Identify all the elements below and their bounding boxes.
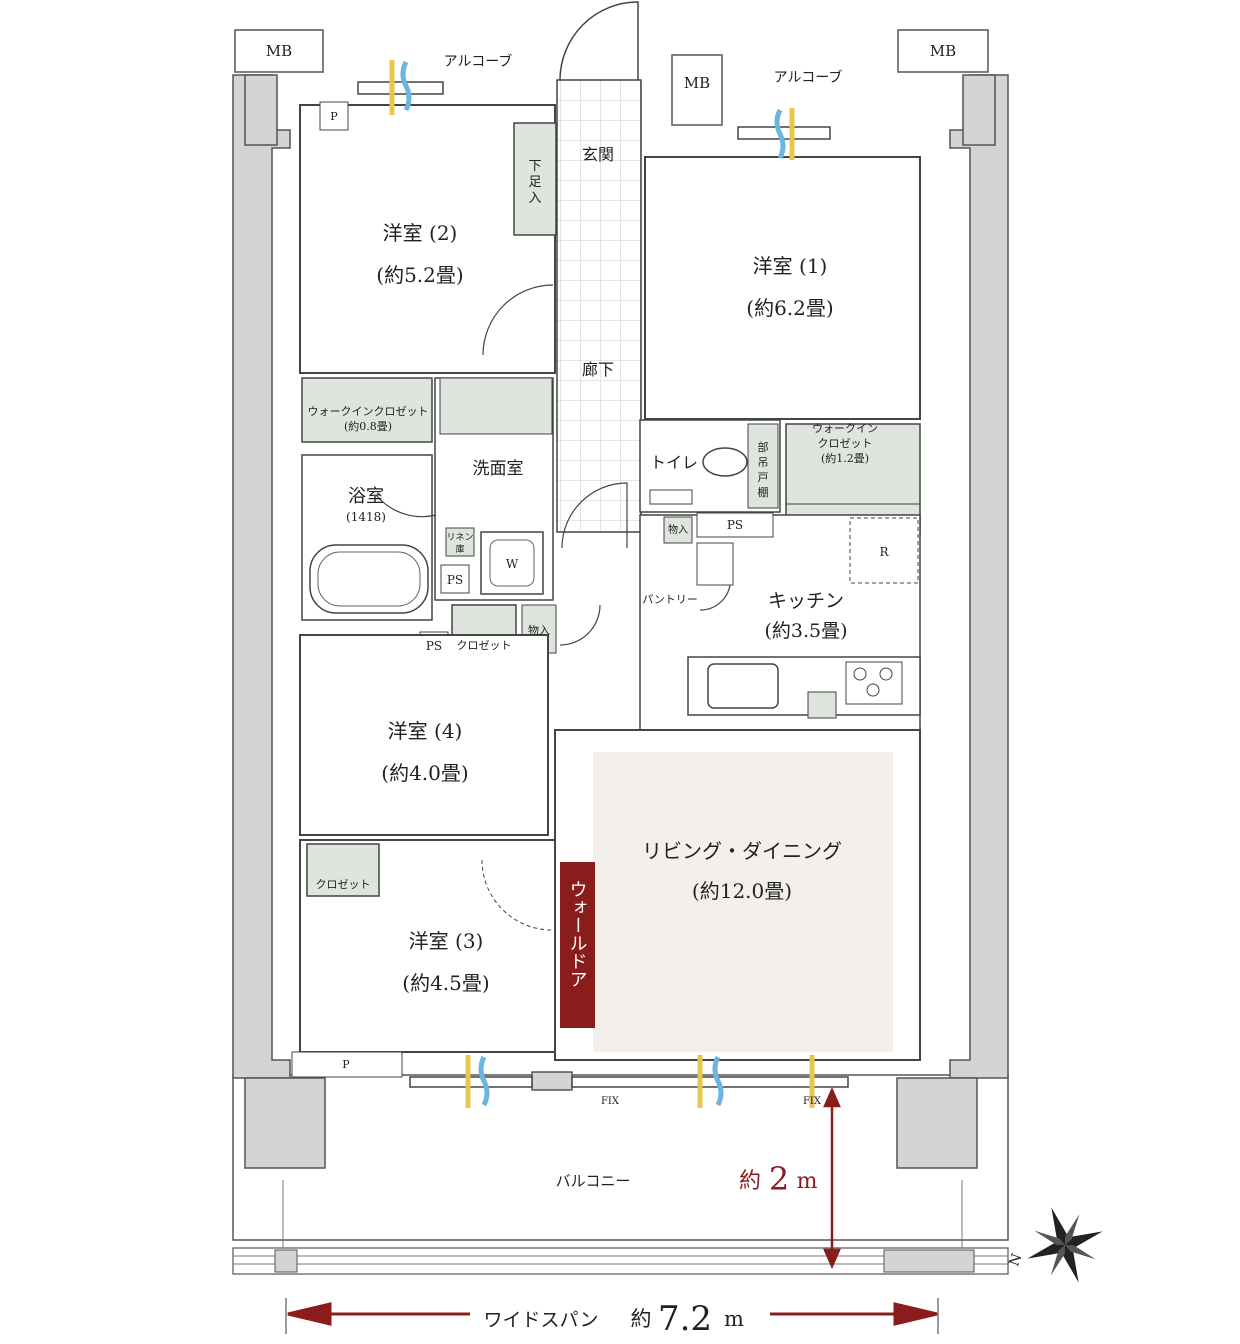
ps-label-washroom: PS [447, 573, 463, 587]
pantry-label: パントリー [642, 593, 698, 606]
wic-large-name-1: ウォークイン [812, 422, 878, 435]
room-western-2 [299, 104, 556, 374]
depth-prefix: 約 [739, 1169, 761, 1194]
sink [707, 663, 779, 709]
p-box-top [319, 101, 349, 131]
hallway-label: 廊下 [582, 360, 614, 379]
span-prefix: 約 [631, 1307, 652, 1331]
mb-label-right: MB [930, 42, 956, 60]
fix-label-right: FIX [803, 1096, 822, 1107]
depth-arrow [823, 1086, 841, 1270]
pantry [696, 542, 734, 586]
western-2-name: 洋室 (2) [383, 221, 458, 245]
hanging-shelf-label-2: 吊 [758, 456, 769, 469]
shoe-closet-label-3: 入 [528, 191, 541, 206]
airflow-markers [389, 60, 815, 1108]
shoe-closet-label-1: 下 [528, 159, 541, 174]
fridge [849, 517, 919, 584]
linen-storage [445, 527, 475, 557]
toilet-label: トイレ [650, 453, 698, 472]
linen-label-1: リネン [446, 532, 473, 543]
alcove-label-right: アルコーブ [774, 69, 843, 86]
mb-label-left: MB [266, 42, 292, 60]
western-3-name: 洋室 (3) [409, 929, 484, 953]
western-1-name: 洋室 (1) [753, 254, 828, 278]
storage-label-hall: 物入 [528, 623, 550, 637]
p-label-top: P [330, 110, 338, 123]
western-4-size: (約4.0畳) [381, 761, 468, 785]
wic-small [301, 377, 433, 443]
ps-washroom [440, 564, 470, 594]
span-value: 7.2 [658, 1299, 712, 1339]
wic-small-name: ウォークインクロゼット [308, 405, 429, 418]
p-box-bottom [291, 1051, 403, 1078]
balcony-label: バルコニー [556, 1172, 631, 1190]
shoe-closet-label-2: 足 [528, 175, 541, 190]
hanging-shelf-label-3: 戸 [758, 471, 769, 484]
p-label-bottom: P [342, 1058, 350, 1071]
w-label: W [506, 557, 519, 571]
depth-value: 2 [769, 1160, 789, 1198]
kitchen-name: キッチン [768, 590, 844, 612]
ps-kitchen [696, 512, 774, 538]
closet-room3 [306, 843, 380, 897]
western-4-name: 洋室 (4) [388, 719, 463, 743]
living-name: リビング・ダイニング [642, 839, 842, 863]
entrance-label: 玄関 [582, 145, 614, 164]
hanging-shelf-label-4: 棚 [758, 485, 769, 499]
storage-label-kitchen: 物入 [668, 523, 688, 536]
room-western-4 [299, 634, 549, 836]
bath-name: 浴室 [348, 486, 384, 507]
hanging-shelf-label-1: 部 [758, 440, 769, 454]
closet-label-room3: クロゼット [316, 878, 371, 891]
ps-label-kitchen: PS [727, 518, 743, 532]
mb-label-center: MB [684, 74, 710, 92]
alcove-label-left: アルコーブ [444, 53, 513, 70]
r-label: R [879, 545, 889, 559]
span-arrow [285, 1298, 939, 1334]
living-floor [593, 752, 893, 1052]
living-size: (約12.0畳) [692, 879, 792, 903]
kitchen-size: (約3.5畳) [764, 620, 847, 642]
wall-door-panel [560, 862, 595, 1028]
western-3-size: (約4.5畳) [402, 971, 489, 995]
ps-label-room4: PS [426, 639, 442, 653]
closet-label-room4: クロゼット [457, 639, 512, 652]
windows [357, 81, 849, 1088]
balcony-area [232, 1074, 1009, 1275]
span-unit: m [724, 1307, 744, 1331]
compass-label: N [1006, 1252, 1025, 1269]
compass-icon [1027, 1207, 1103, 1283]
wall-door-label: ウォールドア [567, 880, 588, 988]
depth-unit: m [797, 1169, 818, 1194]
structure-columns [232, 74, 1009, 1169]
mb-boxes [234, 29, 989, 126]
washroom-label: 洗面室 [473, 459, 524, 479]
span-label: ワイドスパン [484, 1309, 599, 1331]
hanging-shelf [747, 423, 779, 509]
storage-kitchen [663, 516, 693, 544]
bath-size: (1418) [346, 510, 386, 524]
wic-large-name-2: クロゼット [818, 437, 873, 450]
cooktop [845, 661, 903, 705]
washroom-shelf [439, 377, 553, 435]
linen-label-2: 庫 [455, 543, 464, 555]
wic-large-size: (約1.2畳) [821, 451, 869, 465]
shoe-closet [513, 122, 557, 236]
wic-small-size: (約0.8畳) [344, 419, 392, 433]
western-2-size: (約5.2畳) [376, 263, 463, 287]
entrance-door [559, 1, 639, 81]
hallway-floor [556, 79, 642, 533]
fix-label-left: FIX [601, 1096, 620, 1107]
room-western-1 [644, 156, 921, 420]
western-1-size: (約6.2畳) [746, 296, 833, 320]
